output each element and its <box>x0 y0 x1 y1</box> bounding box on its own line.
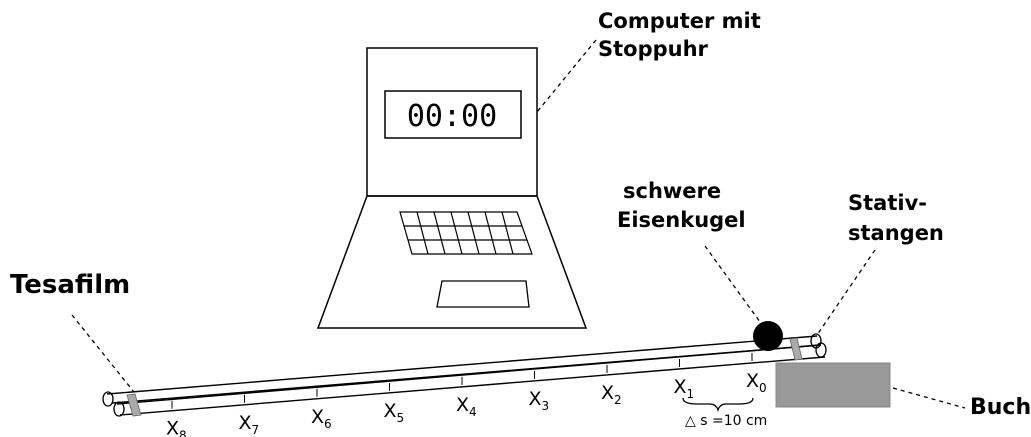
book <box>775 362 891 408</box>
rail-lower-inner <box>119 356 826 416</box>
rail-end-right-lower <box>815 342 827 358</box>
stopwatch-time: 00:00 <box>407 99 497 134</box>
rail-lower <box>116 344 822 405</box>
position-marker-x4: X4 <box>456 394 477 419</box>
position-marker-x8: X8 <box>166 418 187 437</box>
position-marker-x7: X7 <box>239 412 260 437</box>
tape-leader-line <box>71 314 135 393</box>
rail-end-left-lower <box>113 401 125 417</box>
tape-label: Tesafilm <box>10 270 130 300</box>
position-marker-x3: X3 <box>529 388 550 413</box>
stopwatch-display <box>384 90 522 139</box>
stativ-leader-line <box>816 249 876 336</box>
position-marker-x0: X0 <box>746 370 767 395</box>
position-marker-x1: X1 <box>674 376 695 401</box>
ball-label-line1: schwere <box>623 179 721 203</box>
laptop: 00:00 <box>316 47 588 329</box>
ball-leader-line <box>704 245 761 323</box>
book-leader-line <box>892 387 966 409</box>
iron-ball <box>753 321 783 351</box>
tape-strip-left <box>126 393 142 417</box>
ball-label-line2: Eisenkugel <box>617 208 746 232</box>
delta-s-label: △ s =10 cm <box>685 413 767 429</box>
rails <box>102 333 827 417</box>
rail-upper <box>106 335 818 395</box>
laptop-base <box>316 195 588 329</box>
stativ-label-line1: Stativ- <box>848 191 927 215</box>
book-label: Buch <box>970 395 1031 420</box>
stativ-label-line2: stangen <box>848 221 944 245</box>
computer-label-line2: Stoppuhr <box>598 37 709 61</box>
computer-leader-line <box>536 39 597 113</box>
laptop-touchpad <box>436 280 530 308</box>
position-marker-x5: X5 <box>384 400 405 425</box>
laptop-keyboard <box>399 211 533 255</box>
tape-strip-right <box>789 337 803 361</box>
rail-tick-marks <box>171 353 753 409</box>
rail-end-left-upper <box>102 391 114 407</box>
distance-brace <box>682 397 754 413</box>
position-marker-x6: X6 <box>311 406 332 431</box>
position-marker-x2: X2 <box>601 382 622 407</box>
computer-label-line1: Computer mit <box>598 9 761 33</box>
